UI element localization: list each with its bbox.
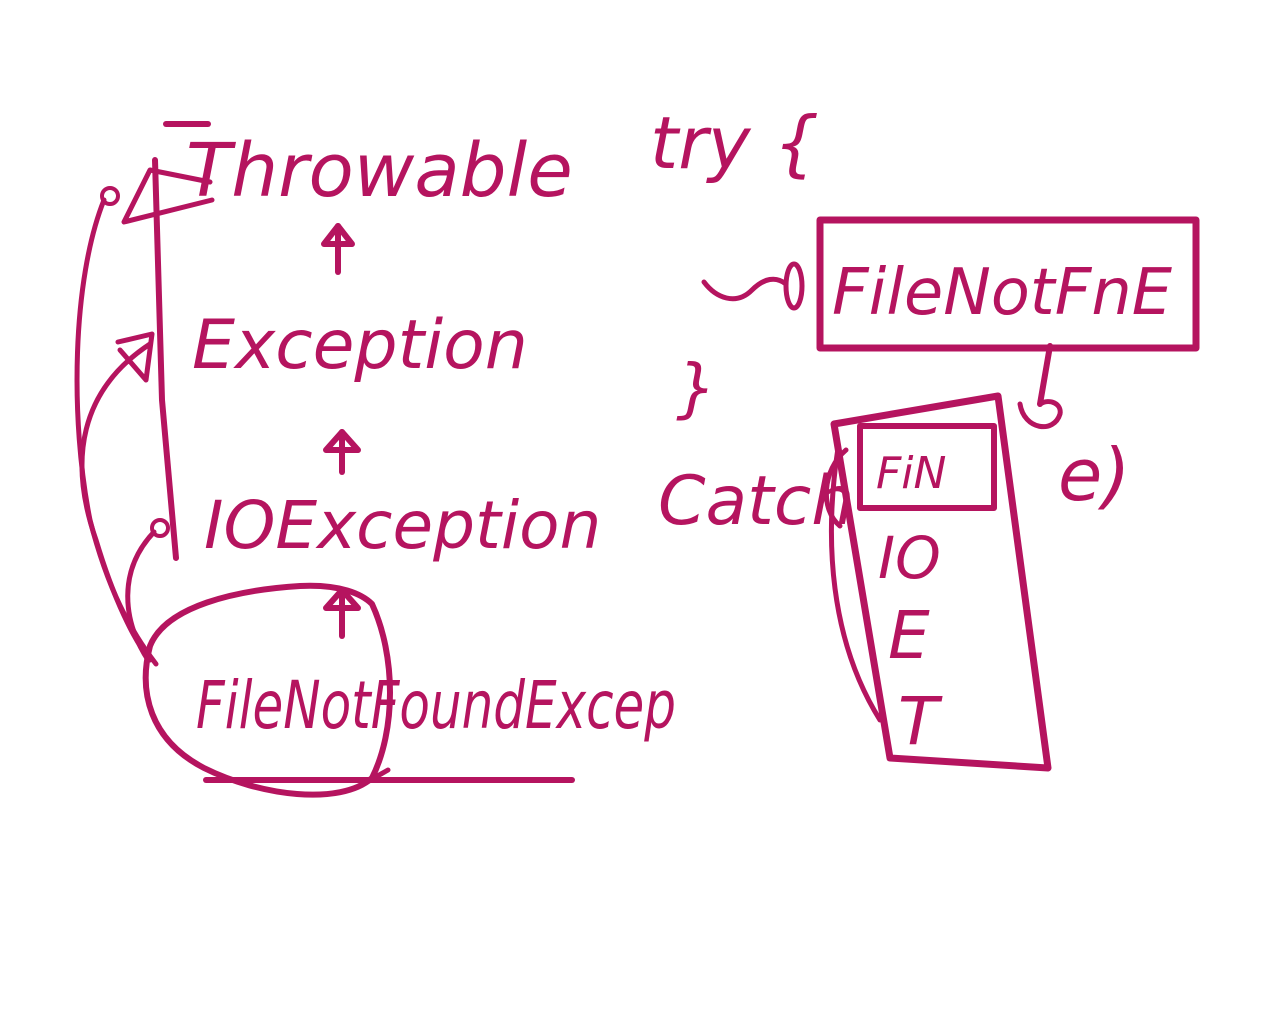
box-to-catch-arrow (1037, 343, 1053, 407)
file-not-found-label: FileNotFoundExcep (196, 667, 676, 744)
stack-item-io: IO (878, 524, 941, 592)
catch-stack-box (830, 392, 1052, 772)
throwable-ring-icon (100, 186, 120, 206)
curve-exception-to-filenotfound (79, 341, 153, 663)
arrow-exception-to-throwable (321, 223, 355, 275)
stack-item-t: T (898, 683, 943, 760)
catch-hook-icon (1017, 399, 1063, 430)
thrown-exception-box (816, 216, 1200, 352)
curve-ioexception-to-filenotfound (125, 529, 157, 663)
catch-stack-curve (828, 445, 883, 723)
try-close-brace: } (676, 352, 717, 426)
catch-keyword: Catch (658, 462, 854, 541)
stack-item-e: E (888, 597, 930, 674)
exception-bracket (115, 331, 155, 383)
underline-tick (357, 767, 391, 789)
throwable-label: Throwable (186, 128, 573, 214)
stack-item-fin: FiN (876, 448, 946, 499)
throw-origin-ring-icon (783, 261, 805, 311)
throwable-bracket (121, 167, 215, 225)
stack-item-box (857, 423, 997, 511)
ioexception-ring-icon (150, 518, 170, 538)
thrown-exception-label: FileNotFnE (832, 256, 1173, 330)
throw-squiggle (701, 276, 789, 302)
try-keyword: try { (650, 101, 819, 185)
filenotfound-circle (142, 582, 393, 798)
io-exception-label: IOException (204, 487, 601, 564)
arrow-ioexception-to-exception (323, 429, 361, 475)
catch-param: e) (1058, 433, 1130, 517)
arrow-filenotfound-to-ioexception (323, 587, 361, 639)
hierarchy-spine (152, 157, 179, 561)
exception-label: Exception (192, 306, 528, 385)
